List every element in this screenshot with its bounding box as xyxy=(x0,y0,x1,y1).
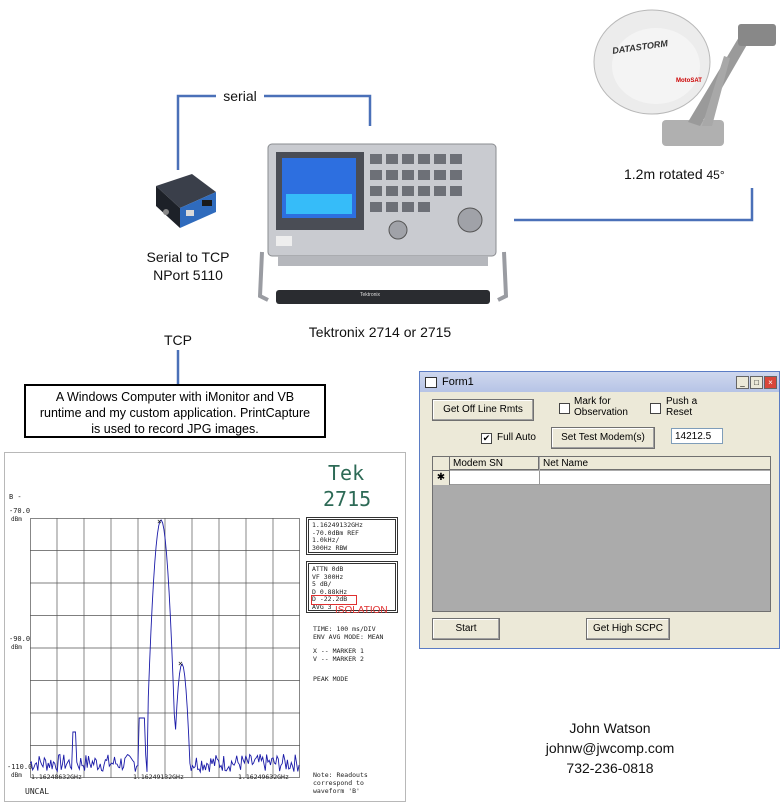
tektronix-label: Tektronix 2714 or 2715 xyxy=(308,324,452,340)
full-auto-label: Full Auto xyxy=(497,432,536,443)
new-row-indicator-icon: ✱ xyxy=(433,471,450,485)
y-mid-unit: dBm xyxy=(11,644,22,651)
readout2-line: D 0.88kHz xyxy=(312,587,348,596)
get-off-line-rmts-button[interactable]: Get Off Line Rmts xyxy=(432,399,534,421)
push-reset-label: Push a Reset xyxy=(666,396,698,418)
tek-logo: Tek xyxy=(328,461,365,485)
mark-observation-label: Mark for Observation xyxy=(574,396,628,418)
nport-label-line1: Serial to TCP xyxy=(146,249,230,265)
mark-observation-checkbox[interactable] xyxy=(559,403,570,414)
readout2-line: VF 300Hz xyxy=(312,572,344,581)
y-top-label: -70.0 xyxy=(9,507,31,515)
grid-corner-header xyxy=(433,457,450,471)
satellite-dish-icon xyxy=(593,9,776,146)
dish-caption: 1.2m rotated 45° xyxy=(624,166,774,182)
col-header-net-name[interactable]: Net Name xyxy=(540,457,770,470)
y-bot-unit: dBm xyxy=(11,772,22,779)
analyzer-brand: Tektronix xyxy=(359,292,380,298)
computer-box: A Windows Computer with iMonitor and VB … xyxy=(24,384,326,438)
spectrum-plot: × × xyxy=(30,518,300,778)
readout-box-2: ATTN 0dB VF 300Hz 5 dB/ D 0.88kHz D -22.… xyxy=(306,561,398,613)
start-button[interactable]: Start xyxy=(432,618,500,640)
contact-name: John Watson xyxy=(569,720,651,736)
readout2-line: 5 dB/ xyxy=(312,580,332,589)
x-right-label: 1.16249632GHz xyxy=(238,773,289,781)
note-line: waveform 'B' xyxy=(313,787,360,795)
tek-model: 2715 xyxy=(323,487,372,511)
uncal-label: UNCAL xyxy=(25,787,50,796)
set-test-modems-button[interactable]: Set Test Modem(s) xyxy=(551,427,655,449)
trace-b-marker: B - xyxy=(9,493,22,501)
readout2-line: ATTN 0dB xyxy=(312,565,344,573)
nport-label-line2: NPort 5110 xyxy=(153,267,223,283)
marker2-legend: V -- MARKER 2 xyxy=(313,655,364,663)
marker-2-icon: × xyxy=(178,659,183,668)
serial-label: serial xyxy=(216,88,264,104)
note-line: correspond to xyxy=(313,779,364,787)
maximize-icon[interactable]: □ xyxy=(750,376,763,389)
new-row-cell-name[interactable] xyxy=(540,471,770,485)
x-mid-label: 1.16249132GHz xyxy=(133,773,184,781)
form1-titlebar[interactable]: Form1 _ □ × xyxy=(420,372,779,392)
marker-1-icon: × xyxy=(157,518,162,526)
dish-brand: MotoSAT xyxy=(676,78,702,84)
peak-mode: PEAK MODE xyxy=(313,675,349,683)
contact-email[interactable]: johnw@jwcomp.com xyxy=(545,740,675,756)
dish-caption-angle: 45° xyxy=(706,168,725,182)
dish-caption-size: 1.2m rotated xyxy=(624,166,707,182)
isolation-label: ISOLATION xyxy=(335,605,388,616)
env-line: ENV AVG MODE: MEAN xyxy=(313,633,384,641)
readout1-line: -70.0dBm REF xyxy=(312,528,359,537)
contact-phone: 732-236-0818 xyxy=(566,760,654,776)
col-header-modem-sn[interactable]: Modem SN xyxy=(450,457,539,470)
frequency-input[interactable]: 14212.5 xyxy=(671,428,723,444)
note-line: Note: Readouts xyxy=(313,771,368,779)
readout2-line: AVG 3 xyxy=(312,602,332,611)
form-title: Form1 xyxy=(442,376,474,388)
readout-box-1: 1.16249132GHz -70.0dBm REF 1.0kHz/ 300Hz… xyxy=(306,517,398,555)
readout1-line: 1.16249132GHz xyxy=(312,521,363,529)
marker1-legend: X -- MARKER 1 xyxy=(313,647,364,655)
push-reset-checkbox[interactable] xyxy=(650,403,661,414)
full-auto-checkbox[interactable]: ✔ xyxy=(481,433,492,444)
get-high-scpc-button[interactable]: Get High SCPC xyxy=(586,618,670,640)
y-mid-label: -90.0 xyxy=(9,635,31,643)
close-icon[interactable]: × xyxy=(764,376,777,389)
readout1-line: 1.0kHz/ xyxy=(312,536,340,545)
time-line: TIME: 100 ms/DIV xyxy=(313,625,376,633)
tcp-label: TCP xyxy=(152,332,204,348)
note-block: Note: Readouts correspond to waveform 'B… xyxy=(313,771,368,795)
dish-line xyxy=(514,188,754,222)
nport-device-icon xyxy=(156,174,216,228)
spectrum-printout: Tek 2715 B - -70.0 dBm -90.0 dBm -110.0 … xyxy=(4,452,406,802)
x-left-label: 1.16248632GHz xyxy=(31,773,82,781)
spectrum-analyzer-icon xyxy=(258,143,509,304)
minimize-icon[interactable]: _ xyxy=(736,376,749,389)
spectrum-trace xyxy=(30,519,300,774)
new-row-cell-sn[interactable] xyxy=(450,471,540,485)
serial-line xyxy=(176,94,372,170)
modem-grid[interactable]: Modem SN Net Name ✱ xyxy=(432,456,771,612)
spectrum-grid xyxy=(30,518,300,778)
readout1-line: 300Hz RBW xyxy=(312,543,348,552)
y-bot-label: -110.0 xyxy=(7,763,33,771)
y-top-unit: dBm xyxy=(11,516,22,523)
form-app-icon xyxy=(425,377,437,388)
readout2-line: D -22.2dB xyxy=(311,595,357,605)
computer-box-text: A Windows Computer with iMonitor and VB … xyxy=(39,390,311,436)
form1-window: Form1 _ □ × Get Off Line Rmts Mark for O… xyxy=(419,371,780,649)
